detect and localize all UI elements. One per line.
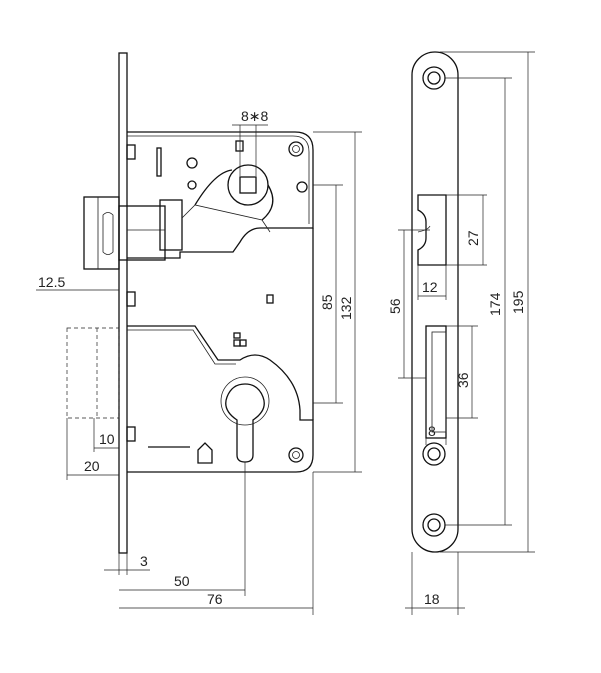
fore-end-plate	[118, 52, 128, 554]
strike-screw-hole-middle	[422, 442, 446, 466]
upper-case	[127, 131, 314, 259]
dim-strike-latch-width: 12	[422, 279, 438, 295]
dim-backset-in: 12.5	[38, 274, 65, 290]
dim-plate-length: 195	[510, 290, 526, 314]
follower-hub	[181, 140, 274, 233]
dim-fore-end-offset: 10	[99, 431, 115, 447]
dim-backset: 50	[174, 573, 190, 589]
dim-latch-throw: 20	[84, 458, 100, 474]
dim-screw-centres: 132	[338, 296, 354, 320]
dim-plate-width: 18	[424, 591, 440, 607]
dim-latch-centre: 85	[319, 294, 335, 310]
latch-bolt	[83, 196, 183, 270]
lock-dimensions: 8∗8 12.5 85 132 10 20 3 50 76	[36, 108, 362, 615]
strike-plate	[411, 51, 459, 553]
dead-bolt	[66, 327, 120, 419]
strike-latch-opening	[417, 194, 447, 266]
dim-plate-thickness: 3	[140, 553, 148, 569]
lower-case	[127, 325, 314, 473]
dim-plate-screw-spacing: 174	[487, 292, 503, 316]
strike-dimensions: 27 12 56 36 8 174 195 18	[387, 51, 535, 615]
cylinder-cutout	[225, 383, 265, 463]
lock-body	[66, 52, 314, 554]
dim-strike-latch-height: 27	[465, 230, 481, 246]
dim-spindle: 8∗8	[241, 108, 269, 124]
dim-strike-spacing: 56	[387, 298, 403, 314]
dim-strike-bolt-width: 8	[428, 423, 436, 439]
dim-strike-bolt-height: 36	[455, 372, 471, 388]
strike-bolt-opening	[425, 325, 447, 439]
dim-case-depth: 76	[207, 591, 223, 607]
strike-screw-hole-top	[422, 66, 446, 90]
strike-screw-hole-bottom	[422, 513, 446, 537]
